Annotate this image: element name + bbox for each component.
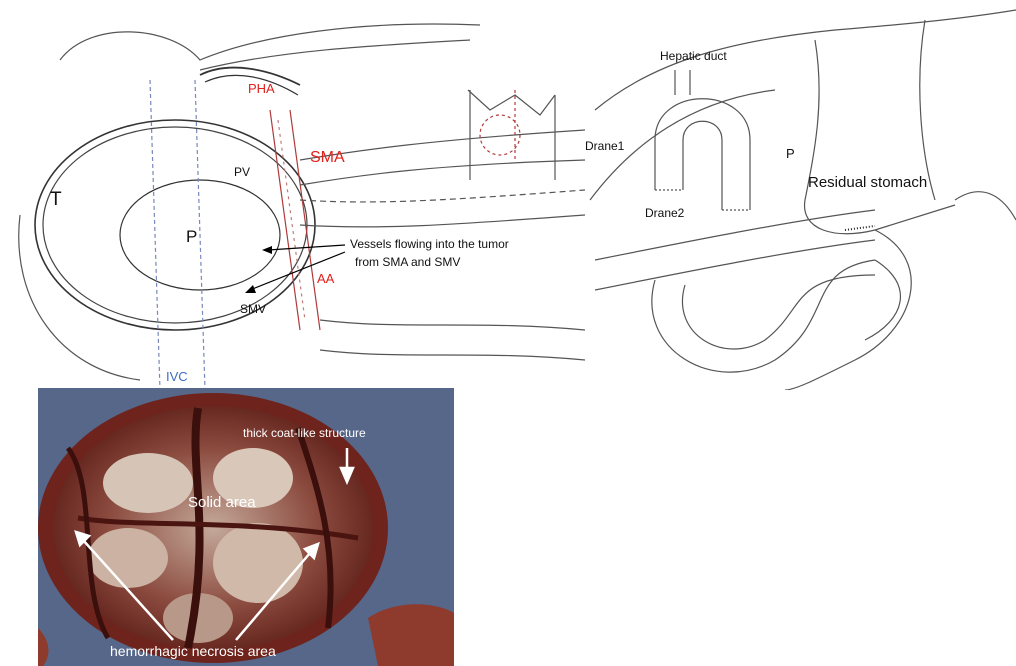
thick-coat-label: thick coat-like structure	[243, 427, 366, 439]
specimen-photo: thick coat-like structure Solid area hem…	[38, 388, 454, 666]
pancreas-p-label-right: P	[786, 147, 795, 160]
pha-label: PHA	[248, 82, 275, 95]
vessels-annotation-line2: from SMA and SMV	[355, 256, 460, 268]
pv-label: PV	[234, 166, 250, 178]
necrosis-label: hemorrhagic necrosis area	[110, 644, 276, 658]
smv-label: SMV	[240, 303, 266, 315]
operative-sketch-tumor: PHA SMA PV T P Vessels flowing into the …	[0, 0, 585, 390]
hepatic-duct-label: Hepatic duct	[660, 50, 727, 62]
operative-sketch-reconstruction: Hepatic duct Drane1 P Residual stomach D…	[575, 0, 1016, 390]
sma-label: SMA	[310, 150, 345, 166]
residual-stomach-label: Residual stomach	[808, 175, 927, 190]
drane1-label: Drane1	[585, 140, 624, 152]
reconstruction-sketch-drawing	[575, 0, 1016, 390]
drane2-label: Drane2	[645, 207, 684, 219]
ivc-label: IVC	[166, 370, 188, 383]
tumor-t-label: T	[50, 190, 62, 209]
pancreas-p-label: P	[186, 228, 197, 245]
aa-label: AA	[317, 272, 334, 285]
solid-area-label: Solid area	[188, 495, 256, 510]
tumor-sketch-drawing	[0, 0, 585, 390]
vessels-annotation-line1: Vessels flowing into the tumor	[350, 238, 509, 250]
